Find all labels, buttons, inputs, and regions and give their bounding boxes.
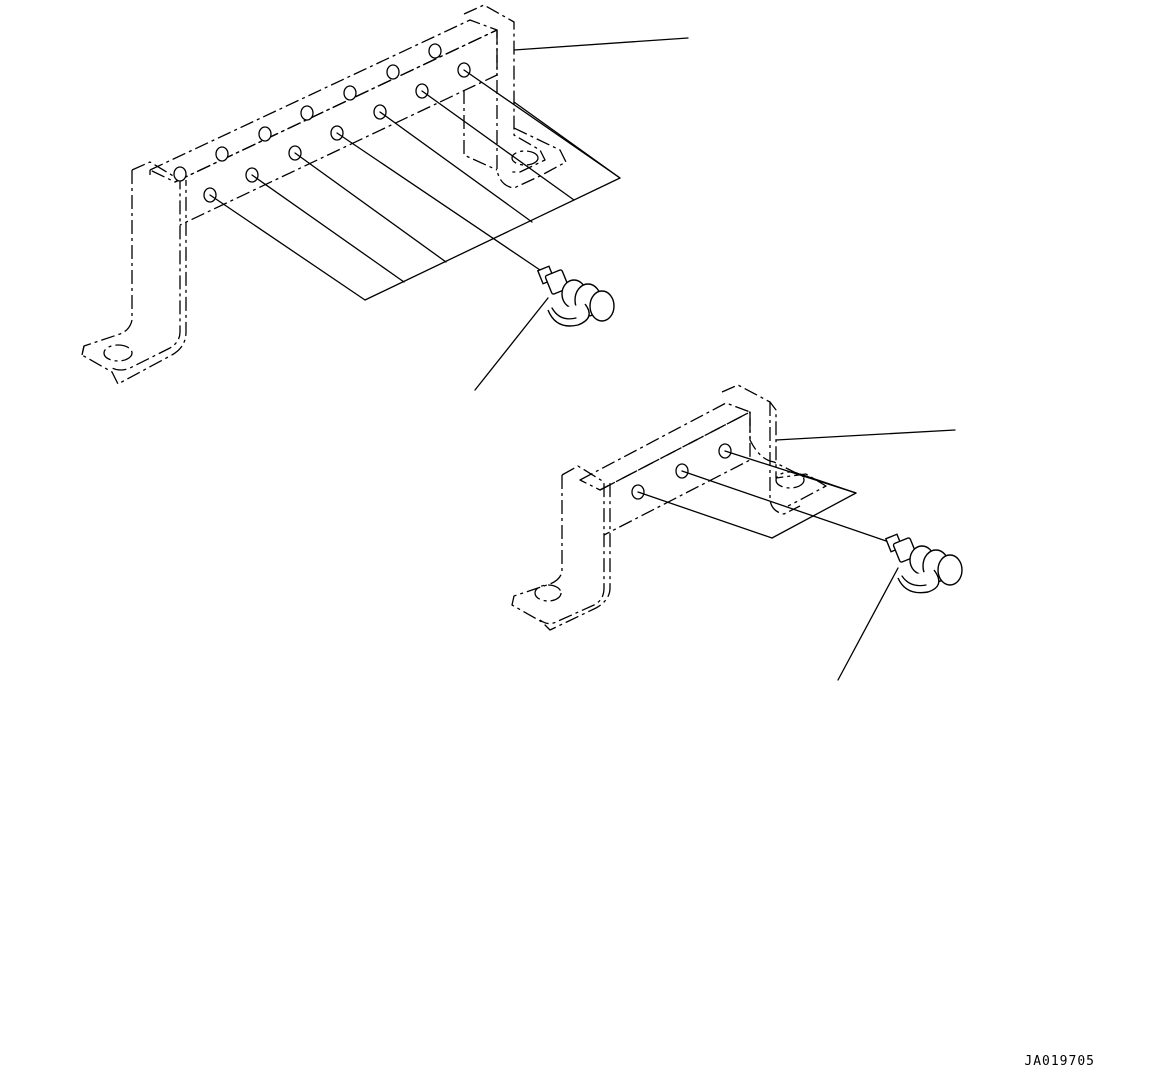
top-bracket: [81, 4, 567, 385]
top-projection-lines: [209, 37, 689, 301]
bottom-bracket: [511, 384, 827, 631]
bottom-projection-lines: [637, 429, 956, 544]
top-bracket-holes: [173, 43, 471, 203]
top-coupler-fitting: [474, 265, 615, 391]
bottom-coupler-fitting: [837, 533, 963, 681]
drawing-code: JA019705: [1024, 1054, 1095, 1069]
bottom-bracket-holes: [631, 443, 732, 500]
